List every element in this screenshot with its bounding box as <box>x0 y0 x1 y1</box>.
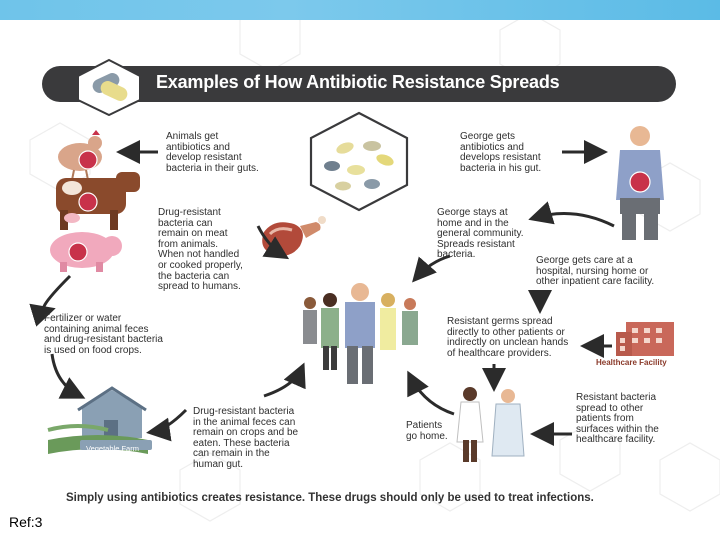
george-figure <box>616 126 664 240</box>
chicken-icon <box>58 130 102 180</box>
meat-icon <box>262 216 326 256</box>
caption-patients-home: Patients go home. <box>406 421 448 442</box>
healthcare-facility-label: Healthcare Facility <box>596 358 667 367</box>
pig-icon <box>50 232 122 272</box>
cow-icon <box>56 172 140 230</box>
caption-germs-spread: Resistant germs spread directly to other… <box>447 317 568 359</box>
reference-label: Ref:3 <box>9 514 42 530</box>
caption-george-gets: George gets antibiotics and develops res… <box>460 132 541 174</box>
caption-george-care: George gets care at a hospital, nursing … <box>536 256 654 288</box>
footer-message: Simply using antibiotics creates resista… <box>66 492 594 504</box>
caption-animals: Animals get antibiotics and develop resi… <box>166 132 259 174</box>
caption-surfaces: Resistant bacteria spread to other patie… <box>576 393 659 446</box>
caption-george-home: George stays at home and in the general … <box>437 208 524 261</box>
pills-hexagon-icon <box>311 113 407 210</box>
hospital-building-icon <box>616 322 674 356</box>
vegetable-farm-label: Vegetable Farm <box>86 444 139 453</box>
caption-fertilizer: Fertilizer or water containing animal fe… <box>44 314 163 356</box>
caption-crops: Drug-resistant bacteria in the animal fe… <box>193 407 298 471</box>
caption-meat: Drug-resistant bacteria can remain on me… <box>158 208 243 293</box>
patients-figures <box>457 387 524 462</box>
community-people <box>303 283 418 384</box>
